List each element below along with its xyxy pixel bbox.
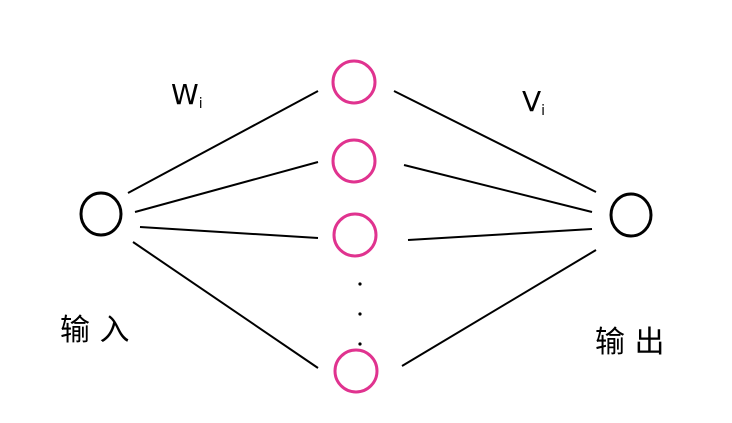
- edge-input-hidden-2: [134, 161, 319, 213]
- edge-input-hidden-1: [127, 90, 319, 194]
- output-node: [609, 192, 653, 238]
- output-label: 输 出: [595, 325, 665, 360]
- hidden-ellipsis: [358, 282, 362, 346]
- hidden-layer: [331, 59, 379, 394]
- edge-hidden-output-1: [393, 90, 597, 193]
- hidden-node-1: [331, 59, 377, 105]
- ellipsis-dot-2: [358, 312, 362, 316]
- hidden-node-2: [331, 138, 377, 184]
- edge-hidden-output-4: [401, 249, 597, 367]
- output-weight-label: Vi: [522, 85, 545, 119]
- input-to-hidden-edges: [127, 90, 319, 369]
- input-weight-label: Wi: [171, 78, 203, 112]
- output-weight-subscript: i: [541, 103, 545, 119]
- edge-hidden-output-2: [403, 164, 593, 213]
- edge-input-hidden-4: [132, 241, 319, 369]
- edge-input-hidden-3: [139, 226, 319, 239]
- hidden-to-output-edges: [393, 90, 597, 367]
- edge-hidden-output-3: [407, 228, 593, 241]
- hidden-node-3: [332, 212, 378, 258]
- input-label: 输 入: [60, 313, 130, 348]
- hidden-node-4: [333, 348, 379, 394]
- ellipsis-dot-3: [358, 342, 362, 346]
- ellipsis-dot-1: [358, 282, 362, 286]
- input-node: [79, 191, 123, 237]
- input-weight-subscript: i: [199, 96, 203, 112]
